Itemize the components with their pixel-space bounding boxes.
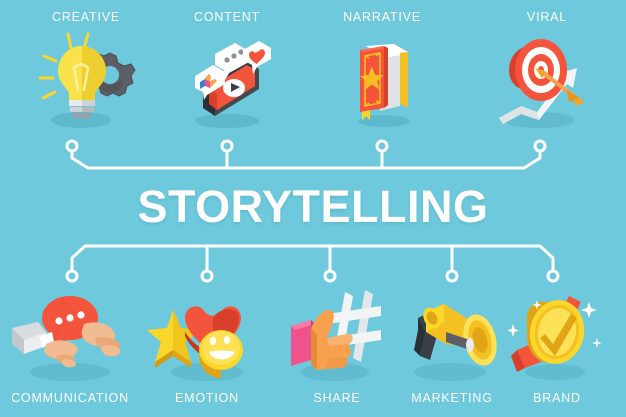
node-viral bbox=[533, 139, 547, 153]
thumbs-up-bubble-icon bbox=[195, 65, 225, 100]
label-emotion: EMOTION bbox=[175, 391, 239, 405]
node-share bbox=[323, 269, 337, 283]
icon-viral bbox=[487, 28, 607, 128]
smartphone-icon bbox=[203, 61, 259, 116]
smiley-icon bbox=[199, 330, 243, 378]
book-icon bbox=[360, 44, 408, 121]
ground-shadow bbox=[51, 112, 111, 128]
arrow-icon bbox=[535, 68, 585, 106]
node-communication bbox=[65, 269, 79, 283]
icon-brand bbox=[497, 288, 617, 388]
heart-bubble-icon bbox=[243, 41, 271, 74]
medal-icon bbox=[527, 300, 585, 364]
connector-viral bbox=[522, 150, 542, 170]
label-narrative: NARRATIVE bbox=[343, 10, 421, 24]
node-creative bbox=[65, 139, 79, 153]
label-content: CONTENT bbox=[193, 10, 261, 24]
icon-share bbox=[277, 288, 397, 388]
node-content bbox=[220, 139, 234, 153]
right-hand-icon bbox=[81, 322, 121, 357]
label-brand: BRAND bbox=[533, 391, 581, 405]
ground-shadow bbox=[358, 115, 410, 127]
icon-marketing bbox=[392, 288, 512, 388]
title-band: STORYTELLING bbox=[0, 176, 626, 236]
ground-shadow bbox=[414, 363, 486, 381]
label-marketing: MARKETING bbox=[411, 391, 493, 405]
thumbs-up-icon bbox=[311, 310, 353, 370]
node-brand bbox=[546, 269, 560, 283]
icon-emotion bbox=[147, 288, 267, 388]
label-share: SHARE bbox=[313, 391, 361, 405]
light-rays-icon bbox=[38, 32, 90, 100]
label-viral: VIRAL bbox=[526, 10, 568, 24]
ground-shadow bbox=[525, 364, 585, 380]
node-emotion bbox=[200, 269, 214, 283]
connector-brand bbox=[522, 244, 555, 272]
page-title: STORYTELLING bbox=[137, 180, 489, 232]
node-narrative bbox=[375, 139, 389, 153]
ground-shadow bbox=[195, 114, 259, 128]
icon-communication bbox=[10, 288, 130, 388]
icon-content bbox=[167, 28, 287, 128]
chat-dots-bubble-icon bbox=[215, 43, 249, 80]
label-creative: CREATIVE bbox=[52, 10, 120, 24]
lightbulb-icon bbox=[58, 46, 106, 118]
icon-creative bbox=[26, 28, 146, 128]
label-communication: COMMUNICATION bbox=[11, 391, 129, 405]
connector-communication bbox=[70, 244, 103, 272]
sparkle-icon bbox=[507, 300, 602, 348]
growth-arrow-icon bbox=[499, 68, 577, 124]
megaphone-icon bbox=[414, 304, 497, 366]
connector-creative bbox=[70, 150, 90, 170]
left-hand-icon bbox=[12, 322, 78, 368]
node-marketing bbox=[445, 269, 459, 283]
ground-shadow bbox=[30, 363, 110, 381]
icon-narrative bbox=[322, 28, 442, 128]
